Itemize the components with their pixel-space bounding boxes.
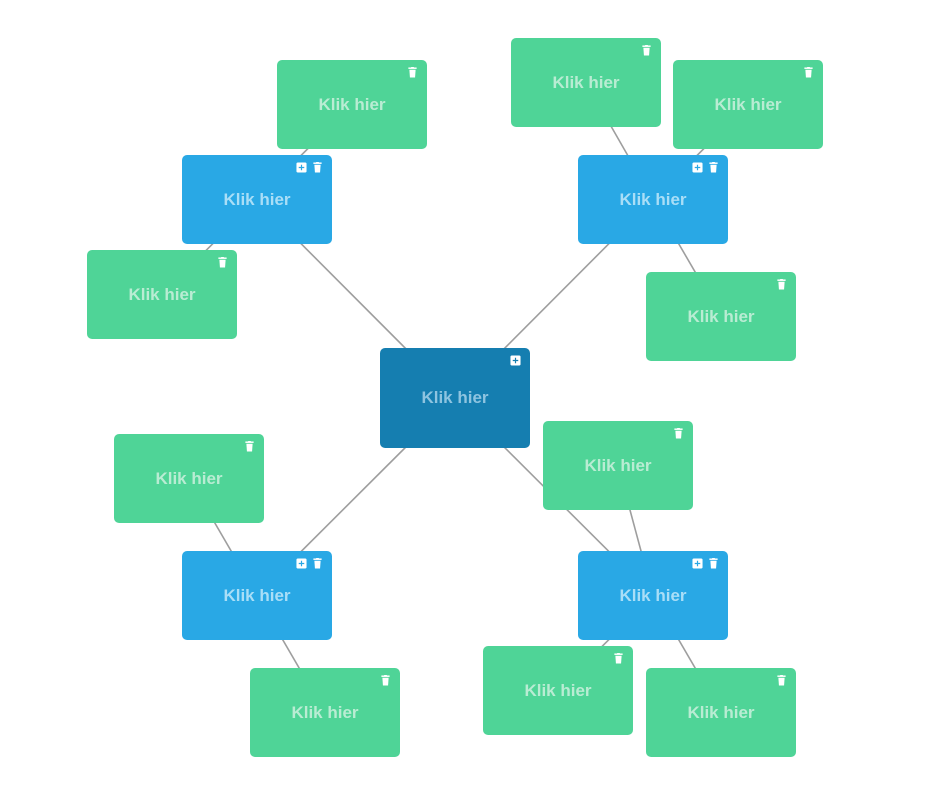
trash-icon[interactable]: [708, 558, 719, 569]
node-actions: [776, 279, 787, 290]
leaf-node-4-3[interactable]: Klik hier: [646, 668, 796, 757]
node-label: Klik hier: [584, 455, 652, 475]
node-label: Klik hier: [223, 189, 291, 209]
node-actions: [692, 162, 719, 173]
node-actions: [296, 558, 323, 569]
trash-icon[interactable]: [673, 428, 684, 439]
leaf-node-3-2[interactable]: Klik hier: [250, 668, 400, 757]
node-actions: [380, 675, 391, 686]
node-label: Klik hier: [223, 585, 291, 605]
node-label: Klik hier: [128, 284, 196, 304]
node-actions: [673, 428, 684, 439]
trash-icon[interactable]: [776, 675, 787, 686]
node-actions: [407, 67, 418, 78]
trash-icon[interactable]: [217, 257, 228, 268]
root-node[interactable]: Klik hier: [380, 348, 530, 448]
leaf-node-1-1[interactable]: Klik hier: [277, 60, 427, 149]
leaf-node-2-1[interactable]: Klik hier: [511, 38, 661, 127]
node-label: Klik hier: [421, 388, 489, 407]
trash-icon[interactable]: [407, 67, 418, 78]
trash-icon[interactable]: [244, 441, 255, 452]
trash-icon[interactable]: [613, 653, 624, 664]
trash-icon[interactable]: [803, 67, 814, 78]
node-actions: [296, 162, 323, 173]
node-actions: [510, 355, 521, 366]
node-label: Klik hier: [155, 468, 223, 488]
leaf-node-1-2[interactable]: Klik hier: [87, 250, 237, 339]
node-label: Klik hier: [524, 680, 592, 700]
trash-icon[interactable]: [776, 279, 787, 290]
node-label: Klik hier: [619, 189, 687, 209]
leaf-node-4-1[interactable]: Klik hier: [543, 421, 693, 510]
node-label: Klik hier: [714, 94, 782, 114]
trash-icon[interactable]: [312, 162, 323, 173]
leaf-node-4-2[interactable]: Klik hier: [483, 646, 633, 735]
node-actions: [641, 45, 652, 56]
plus-icon[interactable]: [692, 558, 703, 569]
plus-icon[interactable]: [510, 355, 521, 366]
node-actions: [692, 558, 719, 569]
node-label: Klik hier: [552, 72, 620, 92]
leaf-node-2-2[interactable]: Klik hier: [673, 60, 823, 149]
trash-icon[interactable]: [641, 45, 652, 56]
node-actions: [776, 675, 787, 686]
trash-icon[interactable]: [708, 162, 719, 173]
plus-icon[interactable]: [296, 162, 307, 173]
branch-node-4[interactable]: Klik hier: [578, 551, 728, 640]
trash-icon[interactable]: [380, 675, 391, 686]
node-label: Klik hier: [619, 585, 687, 605]
plus-icon[interactable]: [692, 162, 703, 173]
node-label: Klik hier: [687, 306, 755, 326]
node-actions: [803, 67, 814, 78]
leaf-node-3-1[interactable]: Klik hier: [114, 434, 264, 523]
node-actions: [244, 441, 255, 452]
node-label: Klik hier: [687, 702, 755, 722]
leaf-node-2-3[interactable]: Klik hier: [646, 272, 796, 361]
node-label: Klik hier: [318, 94, 386, 114]
branch-node-2[interactable]: Klik hier: [578, 155, 728, 244]
node-actions: [217, 257, 228, 268]
trash-icon[interactable]: [312, 558, 323, 569]
branch-node-1[interactable]: Klik hier: [182, 155, 332, 244]
branch-node-3[interactable]: Klik hier: [182, 551, 332, 640]
node-label: Klik hier: [291, 702, 359, 722]
node-actions: [613, 653, 624, 664]
plus-icon[interactable]: [296, 558, 307, 569]
